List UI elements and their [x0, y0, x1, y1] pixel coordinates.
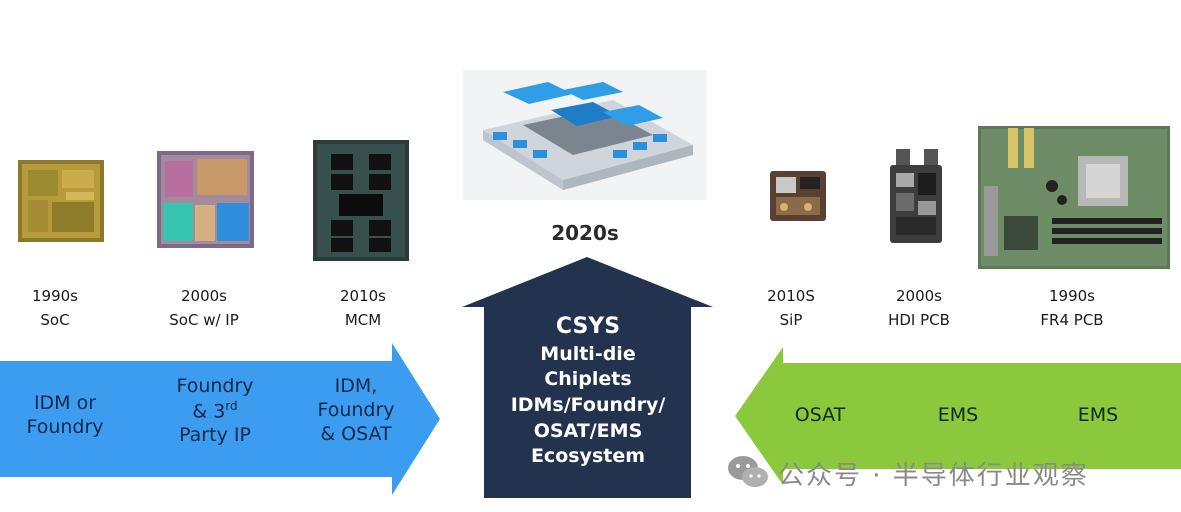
segment-line: Foundry — [176, 375, 254, 397]
center-line: OSAT/EMS — [533, 419, 643, 442]
mcm-package-image — [313, 140, 409, 261]
blue-segment-foundry-3rd-party: Foundry & 3rd Party IP — [155, 375, 275, 448]
wechat-icon — [728, 456, 768, 487]
era-hdi-pcb: 2000s HDI PCB — [859, 287, 979, 329]
era-label: SiP — [779, 311, 803, 329]
green-segment-ems-1: EMS — [937, 404, 979, 426]
soc-with-ip-die-image — [157, 151, 254, 248]
center-title: CSYS — [555, 314, 621, 339]
hdi-pcb-image — [890, 149, 942, 243]
era-fr4-pcb: 1990s FR4 PCB — [1012, 287, 1132, 329]
blue-arrow-shape — [0, 343, 440, 495]
green-arrow-shape — [735, 347, 1181, 485]
center-line: Ecosystem — [530, 445, 646, 468]
segment-text: & 3 — [192, 400, 226, 423]
soc-die-image — [18, 160, 104, 242]
segment-line: & 3rd — [155, 399, 275, 424]
chiplet-3d-image — [463, 70, 707, 200]
green-segment-osat: OSAT — [794, 404, 846, 426]
center-line: Multi-die — [540, 342, 636, 365]
sip-module-image — [770, 171, 826, 221]
segment-line: Foundry — [317, 398, 395, 421]
era-mcm: 2010s MCM — [303, 287, 423, 329]
green-segment-ems-2: EMS — [1077, 404, 1119, 426]
era-year: 1990s — [32, 287, 78, 305]
blue-segment-idm-foundry-osat: IDM, Foundry & OSAT — [298, 375, 414, 446]
era-label: SoC w/ IP — [169, 311, 239, 329]
segment-line: IDM, — [334, 375, 378, 397]
segment-line: IDM or — [33, 392, 97, 414]
era-year: 2010s — [340, 287, 386, 305]
up-arrow-shape — [462, 257, 713, 498]
center-line: IDMs/Foundry/ — [510, 393, 666, 416]
era-year: 2000s — [896, 287, 942, 305]
center-year: 2020s — [551, 221, 619, 245]
up-arrow-text: CSYS Multi-die Chiplets IDMs/Foundry/ OS… — [484, 312, 692, 470]
era-label: SoC — [40, 311, 70, 329]
era-label: HDI PCB — [888, 311, 950, 329]
era-label: FR4 PCB — [1040, 311, 1104, 329]
fr4-motherboard-image — [978, 126, 1170, 269]
era-soc: 1990s SoC — [0, 287, 115, 329]
era-soc-ip: 2000s SoC w/ IP — [144, 287, 264, 329]
era-year: 2010S — [767, 287, 815, 305]
segment-line: & OSAT — [320, 422, 392, 445]
era-year: 1990s — [1049, 287, 1095, 305]
era-year: 2000s — [181, 287, 227, 305]
center-line: Chiplets — [544, 368, 632, 391]
blue-segment-idm-foundry: IDM or Foundry — [10, 392, 120, 440]
era-label: MCM — [344, 311, 382, 329]
segment-line: Party IP — [179, 423, 251, 446]
segment-line: Foundry — [26, 415, 104, 438]
era-sip: 2010S SiP — [731, 287, 851, 329]
watermark-text: 公众号 · 半导体行业观察 — [778, 461, 1089, 491]
superscript: rd — [225, 398, 238, 413]
